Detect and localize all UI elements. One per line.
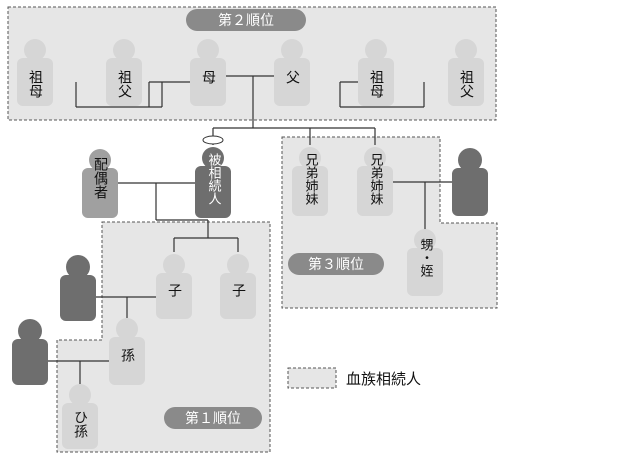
sibling-1-label: 兄弟姉妹 xyxy=(303,153,319,205)
sibling-2-label: 兄弟姉妹 xyxy=(368,153,384,205)
rank2-badge: 第２順位 xyxy=(186,9,306,31)
person-child-1: 子 xyxy=(156,254,192,319)
grandfather-maternal-label: 祖父 xyxy=(458,70,474,98)
legend-swatch xyxy=(287,367,337,389)
person-nephew-niece: 甥・姪 xyxy=(407,229,443,296)
person-decedent: 被相続人 xyxy=(195,147,231,218)
grandchild-label: 孫 xyxy=(119,348,135,362)
child-2-label: 子 xyxy=(230,283,246,297)
person-grandfather-paternal: 祖父 xyxy=(106,39,142,106)
person-grandchild-inlaw xyxy=(12,319,48,385)
person-spouse: 配偶者 xyxy=(82,149,118,218)
person-grandfather-maternal: 祖父 xyxy=(448,39,484,106)
grandmother-maternal-label: 祖母 xyxy=(368,70,384,98)
marriage-ring-icon xyxy=(202,135,224,145)
grandfather-paternal-label: 祖父 xyxy=(116,70,132,98)
legend: 血族相続人 xyxy=(287,367,421,389)
father-label: 父 xyxy=(284,70,300,84)
person-sibling-1: 兄弟姉妹 xyxy=(292,147,328,216)
decedent-label: 被相続人 xyxy=(206,153,222,205)
rank1-label: 第１順位 xyxy=(185,410,241,427)
rank1-badge: 第１順位 xyxy=(164,407,262,429)
person-child-inlaw xyxy=(60,255,96,321)
person-sibling-2: 兄弟姉妹 xyxy=(357,147,393,216)
rank3-badge: 第３順位 xyxy=(288,253,384,275)
person-grandchild: 孫 xyxy=(109,318,145,385)
great-grandchild-label: ひ孫 xyxy=(72,410,88,438)
nephew-niece-label: 甥・姪 xyxy=(418,238,434,277)
spouse-label: 配偶者 xyxy=(92,157,108,199)
person-mother: 母 xyxy=(190,39,226,106)
rank2-label: 第２順位 xyxy=(218,12,274,29)
person-great-grandchild: ひ孫 xyxy=(62,384,98,449)
rank1-area xyxy=(56,221,271,453)
connector-lines xyxy=(48,75,452,384)
person-grandmother-paternal: 祖母 xyxy=(17,39,53,106)
person-child-2: 子 xyxy=(220,254,256,319)
person-grandmother-maternal: 祖母 xyxy=(358,39,394,106)
grandmother-paternal-label: 祖母 xyxy=(27,70,43,98)
person-father: 父 xyxy=(274,39,310,106)
child-1-label: 子 xyxy=(166,283,182,297)
legend-label: 血族相続人 xyxy=(346,370,421,388)
rank3-label: 第３順位 xyxy=(308,256,364,273)
mother-label: 母 xyxy=(200,70,216,84)
person-sibling-inlaw xyxy=(452,148,488,216)
